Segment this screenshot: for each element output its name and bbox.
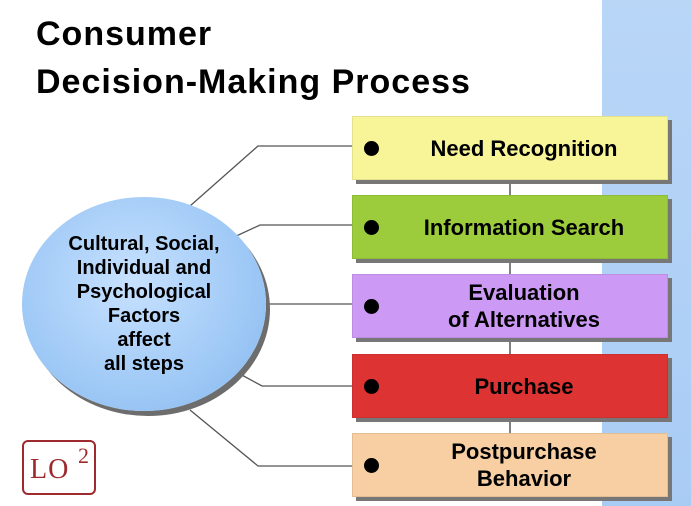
factors-text: Cultural, Social, Individual and Psychol…	[22, 232, 266, 376]
step-label-line: Postpurchase	[451, 439, 597, 464]
connector-need-recognition	[189, 145, 368, 207]
factors-line: Cultural, Social,	[68, 233, 220, 255]
connector-purchase	[239, 373, 368, 387]
step-label: Evaluation of Alternatives	[385, 275, 663, 337]
page-title: Consumer Decision-Making Process	[36, 10, 471, 106]
factors-line: affect	[117, 329, 171, 351]
title-line-2: Decision-Making Process	[36, 63, 471, 101]
factors-circle	[22, 197, 266, 411]
step-label: Need Recognition	[385, 117, 663, 179]
connector-postpurchase	[189, 409, 368, 467]
factors-line: Psychological	[76, 281, 212, 303]
title-line-1: Consumer	[36, 15, 213, 53]
bullet-icon	[364, 379, 379, 394]
step-evaluation-of-alternatives: Evaluation of Alternatives	[352, 274, 668, 338]
step-postpurchase-behavior: Postpurchase Behavior	[352, 433, 668, 497]
step-label-line: Purchase	[474, 373, 574, 399]
step-information-search: Information Search	[352, 195, 668, 259]
step-label-line: Information Search	[423, 214, 625, 240]
step-label: Information Search	[385, 196, 663, 258]
step-label-line: Need Recognition	[430, 135, 618, 161]
step-label-line: Evaluation	[468, 280, 580, 305]
bullet-icon	[364, 458, 379, 473]
step-label: Purchase	[385, 355, 663, 417]
logo-text: LO	[30, 454, 70, 485]
logo-superscript: 2	[78, 443, 89, 468]
factors-line: all steps	[103, 353, 185, 375]
step-purchase: Purchase	[352, 354, 668, 418]
step-label-line: Behavior	[476, 466, 572, 491]
bullet-icon	[364, 299, 379, 314]
step-need-recognition: Need Recognition	[352, 116, 668, 180]
bullet-icon	[364, 220, 379, 235]
factors-line: Factors	[107, 305, 181, 327]
learning-objective-logo: LO 2	[22, 440, 96, 495]
step-label: Postpurchase Behavior	[385, 434, 663, 496]
factors-line: Individual and	[76, 257, 212, 279]
bullet-icon	[364, 141, 379, 156]
connector-information-search	[231, 224, 368, 239]
step-label-line: of Alternatives	[447, 307, 600, 332]
